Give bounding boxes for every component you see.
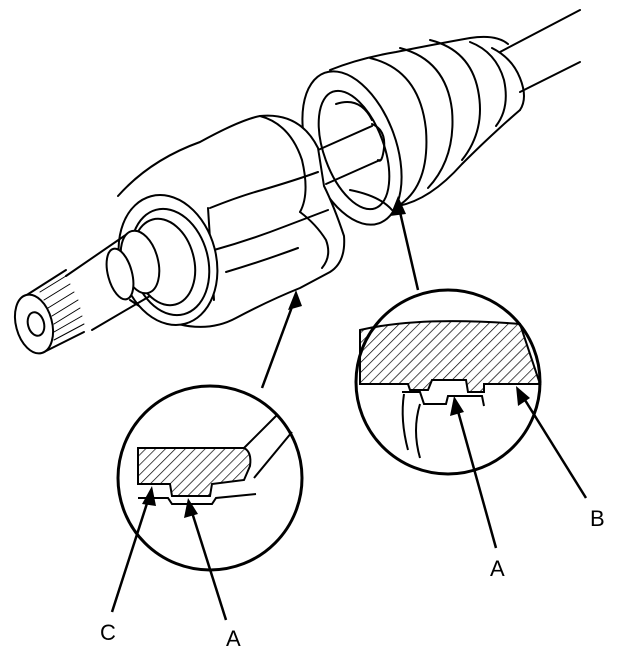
leader-left-c	[110, 486, 156, 613]
inboard-joint-housing	[117, 114, 346, 328]
label-left-a: A	[226, 626, 241, 651]
inner-shaft	[317, 123, 386, 185]
label-b: B	[590, 506, 605, 531]
leader-lines	[110, 386, 588, 621]
leader-left-a	[184, 498, 228, 621]
leader-right-b	[516, 386, 588, 499]
spline-stub	[13, 229, 161, 355]
callout-right	[354, 196, 542, 476]
outboard-boot	[301, 35, 525, 226]
leader-right-a	[450, 396, 498, 549]
callout-left	[116, 290, 304, 572]
label-right-a: A	[490, 556, 505, 581]
drive-shaft	[499, 9, 581, 93]
label-c: C	[100, 620, 116, 645]
